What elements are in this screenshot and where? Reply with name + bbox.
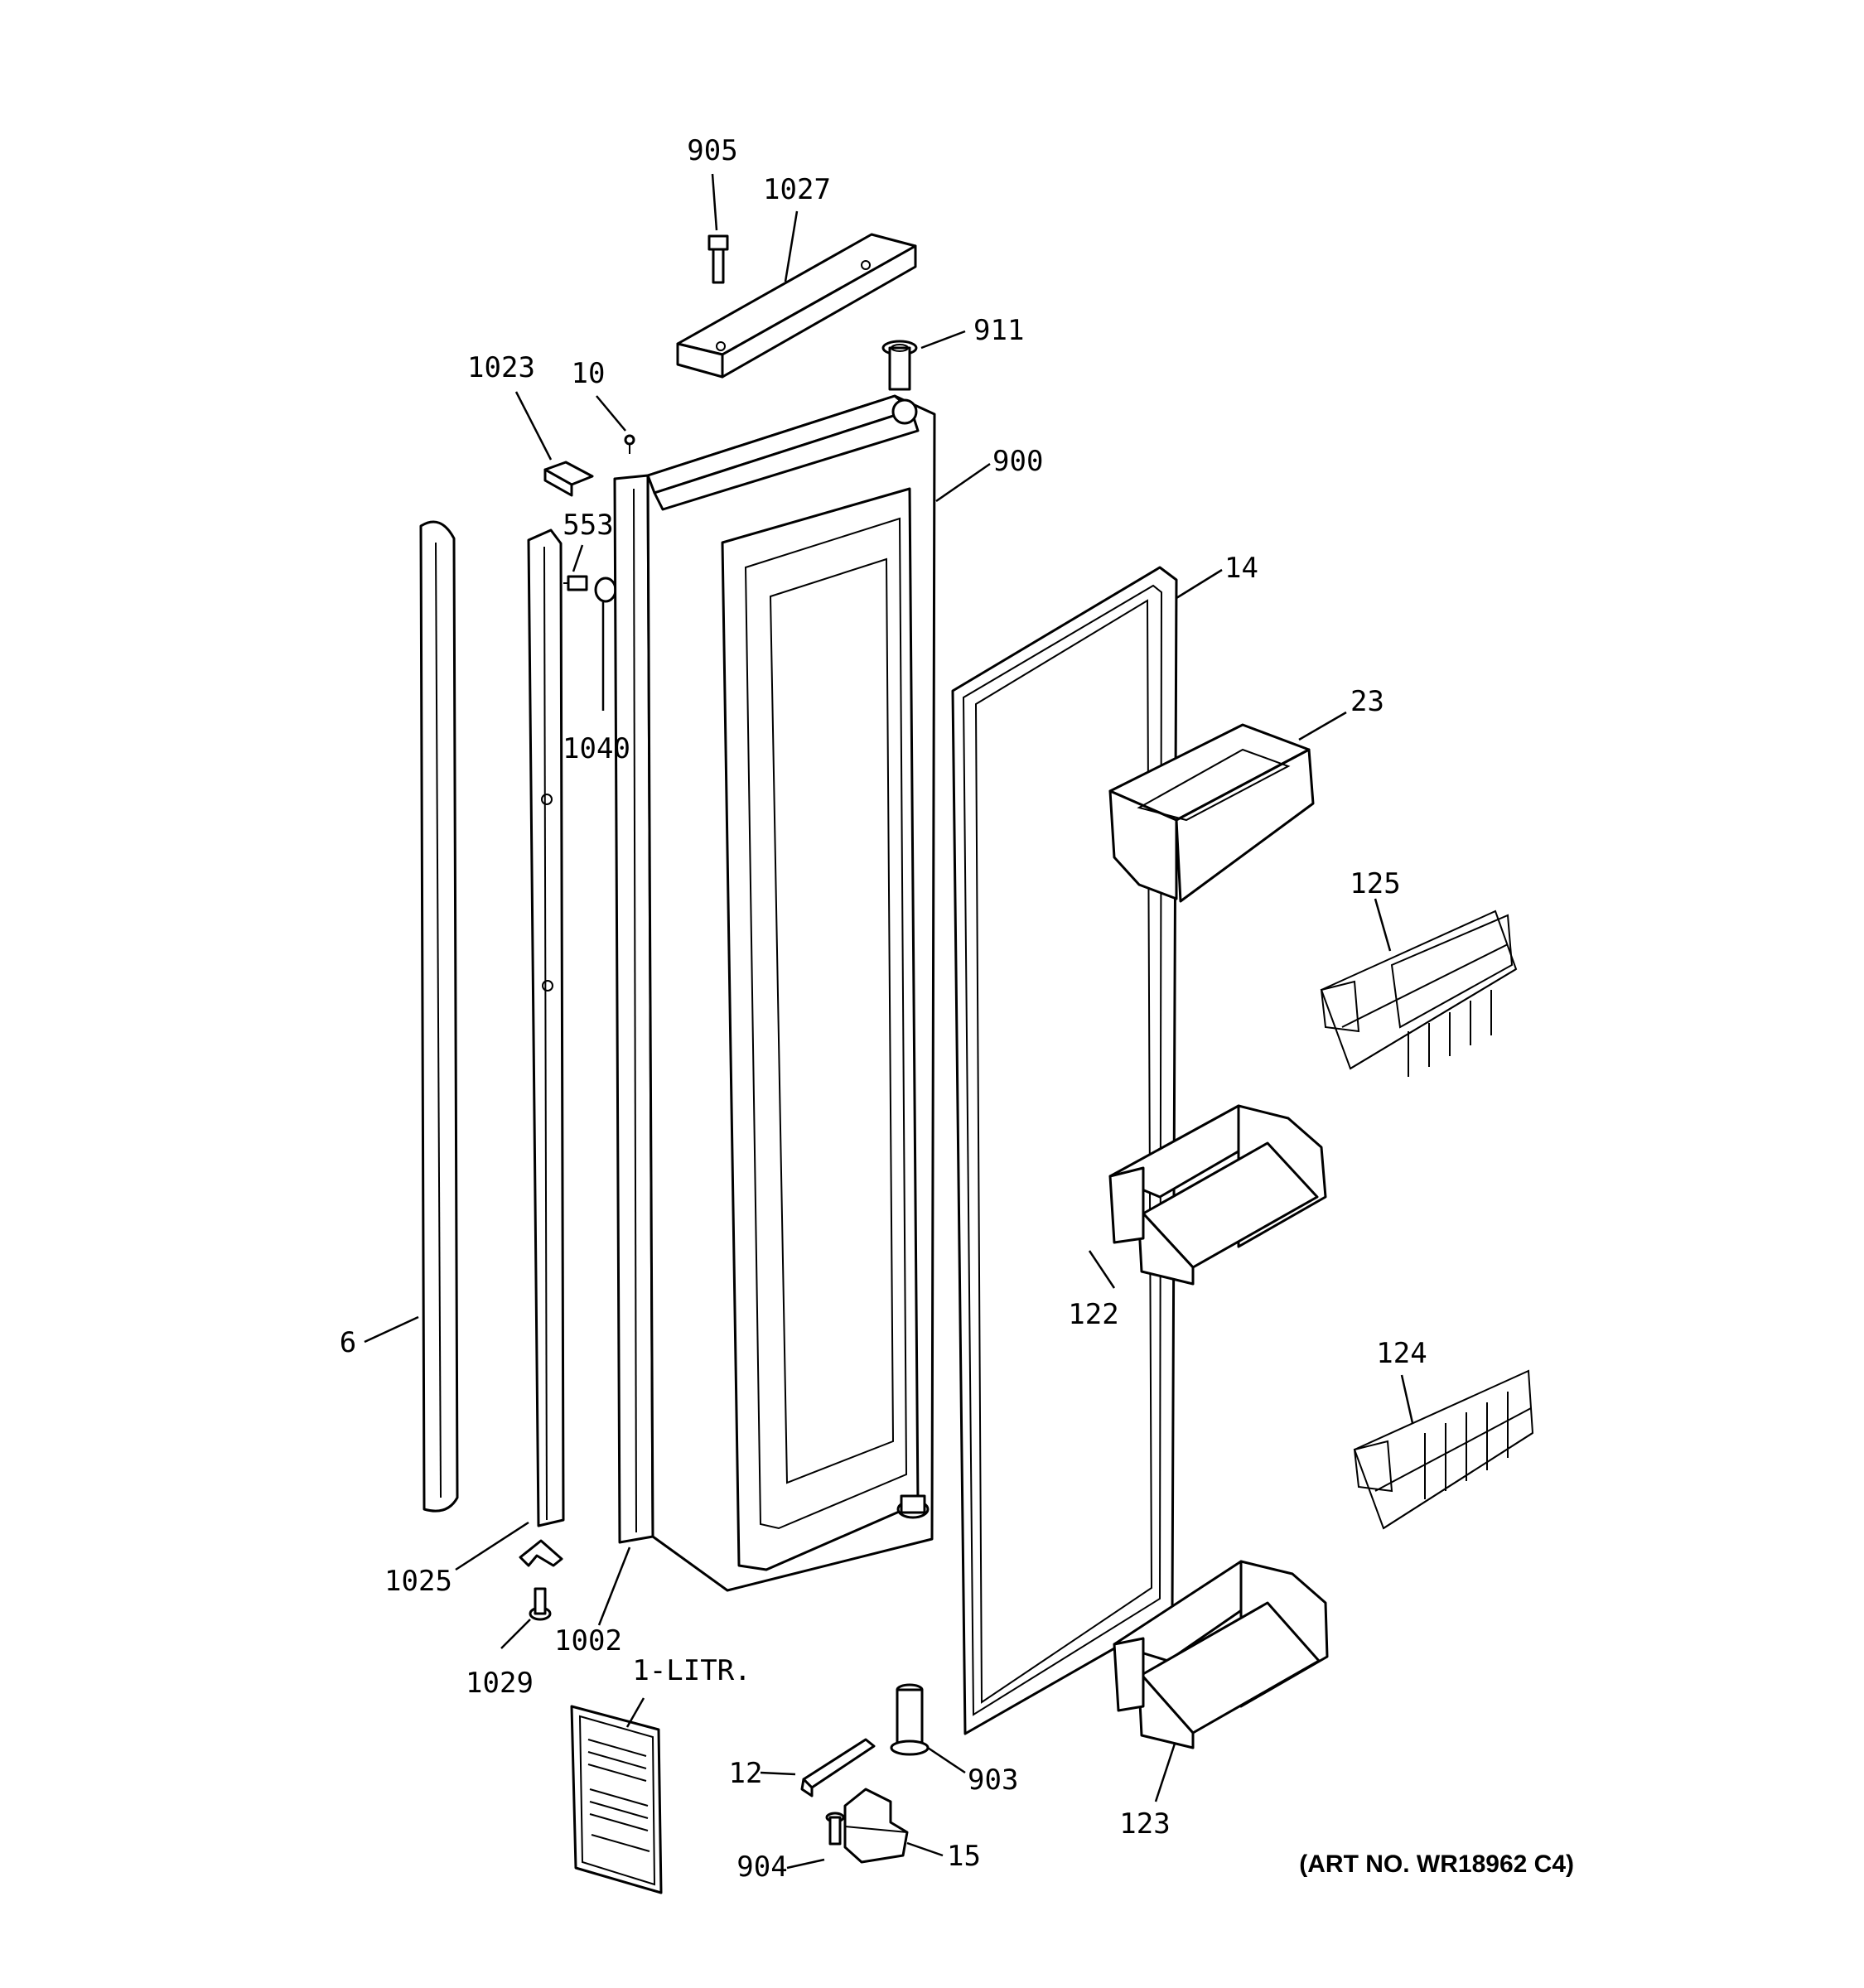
part-1027-top-hinge	[676, 233, 917, 379]
label-122: 122	[1068, 1298, 1118, 1331]
part-15-bottom-hinge	[843, 1788, 909, 1864]
part-23-door-bin	[1108, 723, 1315, 903]
part-1029-bracket	[519, 1539, 563, 1621]
label-904: 904	[736, 1850, 787, 1884]
label-125: 125	[1350, 867, 1400, 900]
label-1029: 1029	[466, 1667, 534, 1700]
part-911-bushing	[881, 340, 918, 391]
label-903: 903	[968, 1764, 1018, 1797]
part-125-wire-basket	[1320, 910, 1518, 1077]
label-1-litr: 1-LITR.	[632, 1654, 751, 1687]
part-14-door-gasket	[951, 566, 1178, 1735]
label-15: 15	[947, 1840, 981, 1873]
label-1023: 1023	[467, 351, 535, 384]
part-904-screw	[825, 1812, 845, 1846]
label-1027: 1027	[763, 173, 831, 206]
part-903-pin	[890, 1683, 930, 1756]
label-123: 123	[1119, 1807, 1170, 1841]
label-1025: 1025	[384, 1565, 452, 1598]
label-12: 12	[729, 1757, 763, 1790]
label-23: 23	[1350, 685, 1384, 718]
label-553: 553	[563, 509, 613, 542]
part-905-screw	[707, 234, 729, 284]
label-14: 14	[1224, 552, 1258, 585]
art-number: (ART NO. WR18962 C4)	[1299, 1850, 1574, 1878]
label-900: 900	[992, 445, 1043, 478]
part-1002-door-side	[613, 474, 654, 1544]
label-124: 124	[1376, 1337, 1427, 1370]
part-6-door-trim	[419, 520, 459, 1513]
leader-lines	[364, 173, 1414, 1870]
label-911: 911	[973, 314, 1024, 347]
label-1040: 1040	[563, 732, 630, 765]
label-1002: 1002	[554, 1624, 622, 1657]
part-122-door-bin	[1108, 1104, 1327, 1286]
part-1-litr-literature	[570, 1705, 663, 1894]
part-12-latch	[800, 1738, 876, 1797]
part-553-screw	[563, 575, 588, 591]
part-10-screw	[624, 434, 635, 454]
part-123-door-bin	[1113, 1560, 1329, 1749]
part-124-wire-basket	[1353, 1369, 1534, 1530]
part-1025-handle-channel	[527, 528, 565, 1527]
label-905: 905	[687, 134, 737, 167]
part-900-fresh-food-door	[646, 394, 936, 1592]
label-6: 6	[340, 1326, 356, 1359]
label-10: 10	[572, 357, 606, 390]
part-1023-bracket	[543, 461, 594, 497]
part-1040-plug	[594, 577, 617, 603]
